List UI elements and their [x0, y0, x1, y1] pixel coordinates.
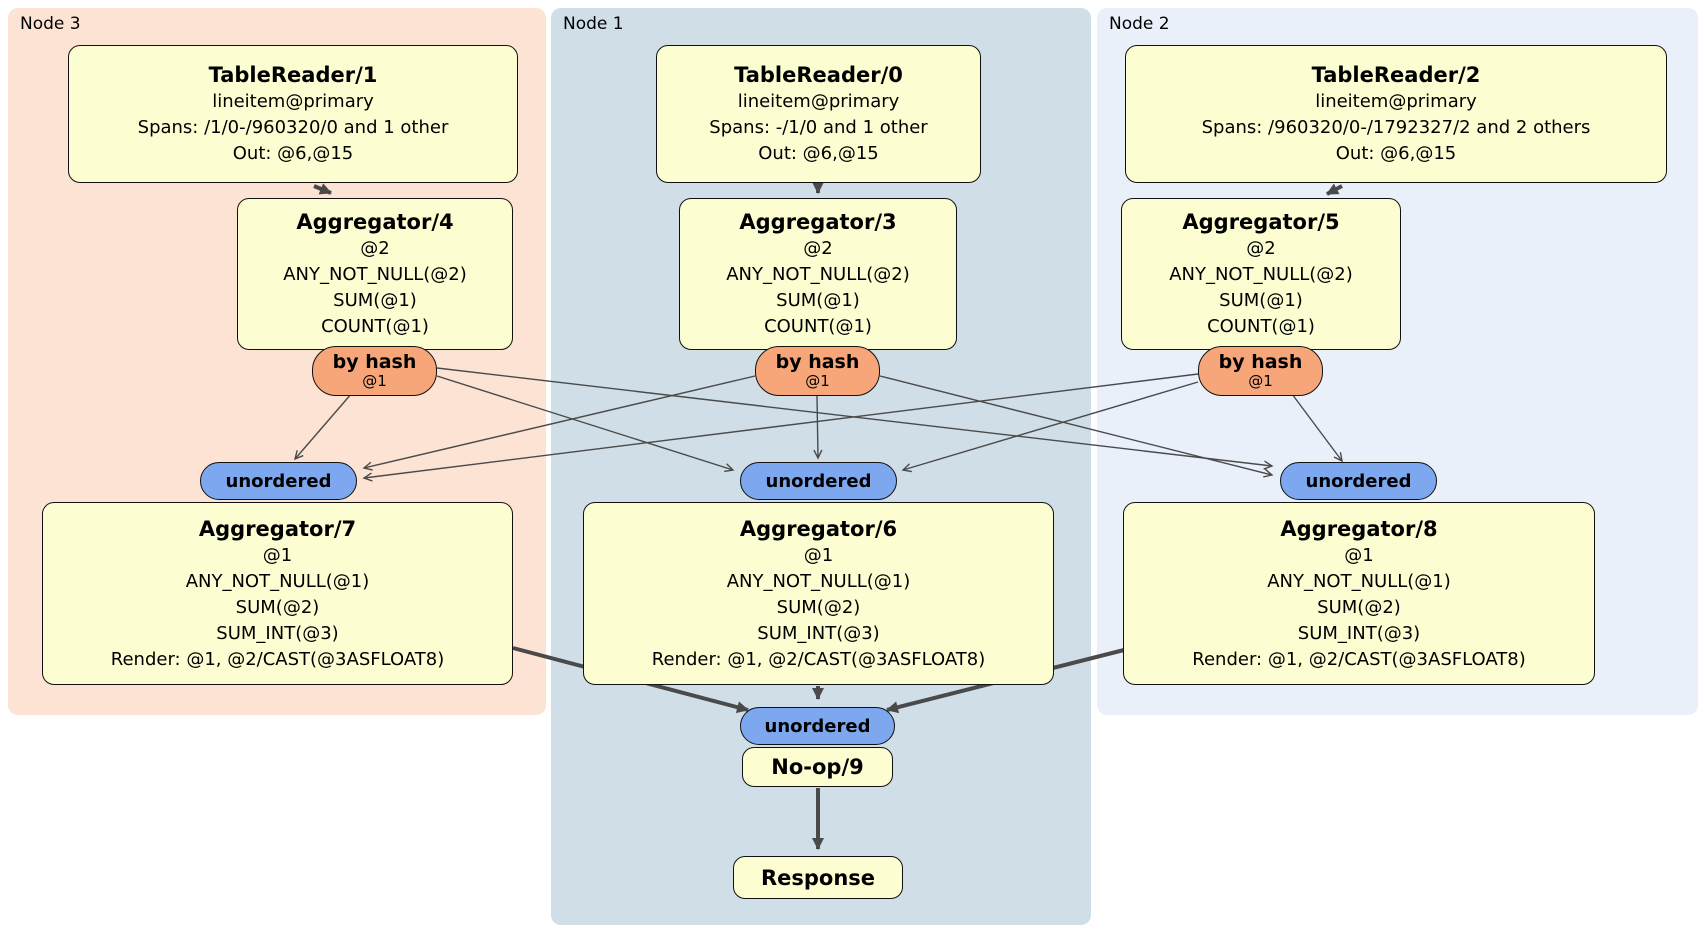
plan-node-aggregator-8: Aggregator/8 @1 ANY_NOT_NULL(@1) SUM(@2)…: [1123, 502, 1595, 685]
node-title: TableReader/2: [1311, 63, 1481, 87]
stream-unordered-left: unordered: [200, 462, 357, 500]
node-detail: Render: @1, @2/CAST(@3ASFLOAT8): [1192, 648, 1526, 670]
node-detail: lineitem@primary: [1315, 91, 1477, 112]
edge-byhash5-to-unordered-left: [362, 373, 1199, 482]
plan-node-noop-9: No-op/9: [742, 747, 893, 787]
plan-node-aggregator-3: Aggregator/3 @2 ANY_NOT_NULL(@2) SUM(@1)…: [679, 198, 957, 350]
router-columns: @1: [805, 372, 830, 390]
node-title: TableReader/1: [208, 63, 378, 87]
node-detail: @1: [803, 544, 834, 566]
node-detail: Out: @6,@15: [758, 143, 879, 164]
plan-node-aggregator-5: Aggregator/5 @2 ANY_NOT_NULL(@2) SUM(@1)…: [1121, 198, 1401, 350]
node-title: Aggregator/4: [296, 210, 454, 234]
node-detail: SUM(@2): [235, 596, 320, 618]
edge-byhash4-to-unordered-left: [293, 392, 353, 461]
node-detail: ANY_NOT_NULL(@2): [1169, 264, 1353, 285]
node-detail: COUNT(@1): [1207, 316, 1315, 337]
node-title: No-op/9: [771, 755, 864, 779]
node-detail: Render: @1, @2/CAST(@3ASFLOAT8): [651, 648, 986, 670]
router-label: by hash: [332, 351, 417, 373]
plan-node-tablereader-0: TableReader/0 lineitem@primary Spans: -/…: [656, 45, 981, 183]
node-detail: SUM(@1): [333, 290, 417, 311]
node-detail: Spans: -/1/0 and 1 other: [709, 117, 928, 138]
edge-tablereader2-to-aggregator5: [1326, 183, 1343, 196]
edge-byhash4-to-unordered-mid: [436, 375, 735, 473]
edge-byhash3-to-unordered-mid: [813, 395, 823, 460]
node-detail: @2: [803, 238, 833, 259]
node-title: Aggregator/7: [198, 516, 357, 541]
node-title: Aggregator/3: [739, 210, 897, 234]
router-columns: @1: [1248, 372, 1273, 390]
stream-unordered-bottom: unordered: [740, 707, 895, 745]
node-detail: ANY_NOT_NULL(@1): [726, 570, 911, 592]
node-title: Aggregator/8: [1280, 516, 1438, 541]
stream-unordered-right: unordered: [1280, 462, 1437, 500]
edge-byhash3-to-unordered-right: [879, 375, 1274, 478]
node-detail: Render: @1, @2/CAST(@3ASFLOAT8): [110, 648, 445, 670]
node-detail: ANY_NOT_NULL(@2): [283, 264, 467, 285]
node-detail: @1: [1344, 544, 1374, 566]
node-detail: COUNT(@1): [321, 316, 429, 337]
router-columns: @1: [362, 372, 387, 390]
region-label-node-1: Node 1: [563, 14, 624, 34]
node-detail: lineitem@primary: [737, 91, 900, 112]
node-detail: @1: [262, 544, 293, 566]
node-title: Aggregator/6: [739, 516, 898, 541]
router-by-hash-3: by hash @1: [755, 346, 880, 396]
node-detail: lineitem@primary: [212, 91, 374, 112]
node-detail: SUM(@2): [776, 596, 861, 618]
plan-node-tablereader-2: TableReader/2 lineitem@primary Spans: /9…: [1125, 45, 1667, 183]
stream-label: unordered: [1305, 470, 1412, 492]
node-detail: ANY_NOT_NULL(@1): [185, 570, 370, 592]
node-detail: @2: [1246, 238, 1276, 259]
region-label-node-2: Node 2: [1109, 14, 1170, 34]
region-label-node-3: Node 3: [20, 14, 81, 34]
edge-byhash5-to-unordered-right: [1291, 393, 1343, 463]
node-detail: ANY_NOT_NULL(@2): [726, 264, 910, 285]
router-label: by hash: [775, 351, 860, 373]
node-title: TableReader/0: [734, 63, 903, 87]
plan-node-tablereader-1: TableReader/1 lineitem@primary Spans: /1…: [68, 45, 518, 183]
stream-label: unordered: [225, 470, 332, 492]
router-by-hash-5: by hash @1: [1198, 346, 1323, 396]
router-by-hash-4: by hash @1: [312, 346, 437, 396]
router-label: by hash: [1218, 351, 1303, 373]
node-detail: SUM(@1): [1219, 290, 1303, 311]
node-title: Response: [760, 865, 876, 890]
node-detail: Spans: /1/0-/960320/0 and 1 other: [137, 117, 449, 138]
node-detail: SUM(@1): [776, 290, 860, 311]
node-detail: SUM_INT(@3): [757, 622, 880, 644]
node-detail: COUNT(@1): [764, 316, 872, 337]
stream-label: unordered: [765, 470, 872, 492]
node-detail: ANY_NOT_NULL(@1): [1267, 570, 1451, 592]
node-detail: @2: [360, 238, 390, 259]
stream-label: unordered: [764, 715, 871, 737]
edge-tablereader1-to-aggregator4: [313, 183, 332, 195]
node-detail: SUM(@2): [1317, 596, 1401, 618]
node-detail: Out: @6,@15: [232, 143, 354, 164]
plan-node-aggregator-7: Aggregator/7 @1 ANY_NOT_NULL(@1) SUM(@2)…: [42, 502, 513, 685]
edge-byhash3-to-unordered-left: [362, 375, 756, 471]
stream-unordered-mid: unordered: [740, 462, 897, 500]
plan-node-aggregator-4: Aggregator/4 @2 ANY_NOT_NULL(@2) SUM(@1)…: [237, 198, 513, 350]
node-detail: SUM_INT(@3): [216, 622, 339, 644]
edge-byhash5-to-unordered-mid: [901, 381, 1199, 473]
node-detail: Spans: /960320/0-/1792327/2 and 2 others: [1201, 117, 1591, 138]
node-detail: SUM_INT(@3): [1297, 622, 1421, 644]
node-title: Aggregator/5: [1182, 210, 1340, 234]
node-detail: Out: @6,@15: [1335, 143, 1457, 164]
plan-node-response: Response: [733, 856, 903, 899]
plan-node-aggregator-6: Aggregator/6 @1 ANY_NOT_NULL(@1) SUM(@2)…: [583, 502, 1054, 685]
